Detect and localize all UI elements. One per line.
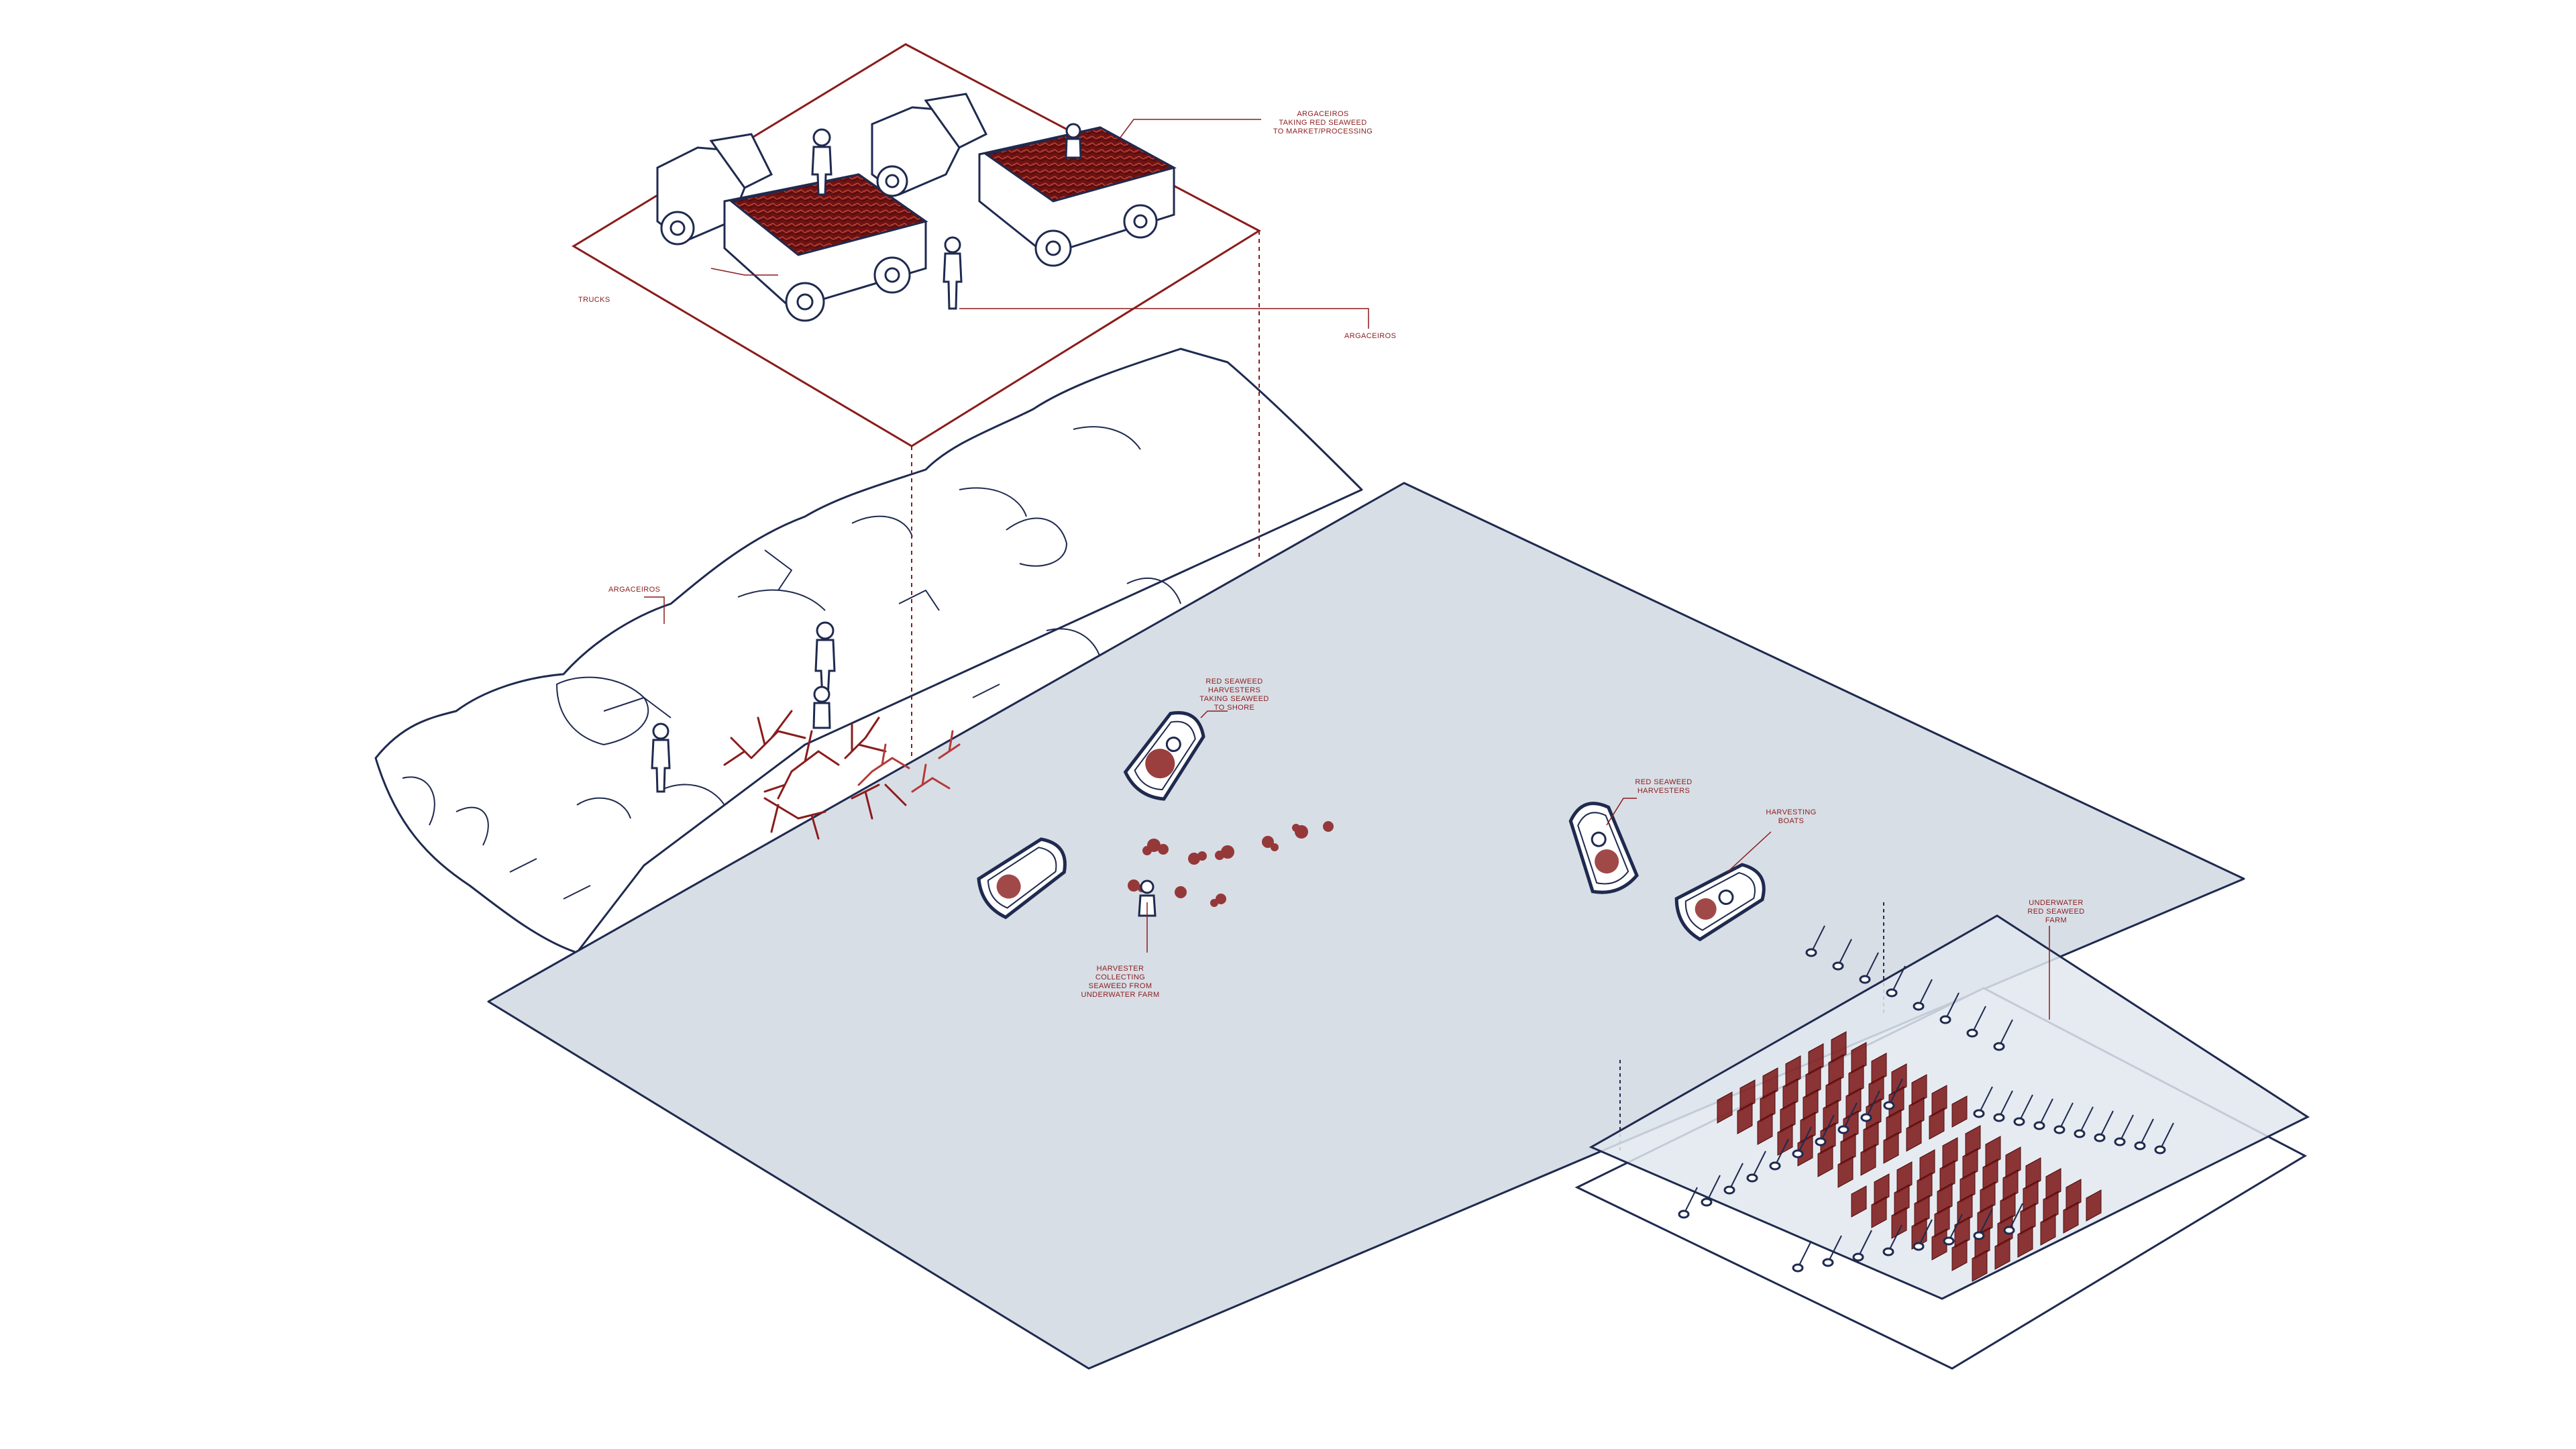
buoy <box>1723 1185 1735 1195</box>
boat-harvesting <box>1674 863 1766 942</box>
buoy <box>1939 1015 1951 1024</box>
buoy <box>2013 1117 2025 1126</box>
buoy <box>1966 1028 1978 1038</box>
buoy <box>1805 948 1817 957</box>
seaweed-curtain <box>2086 1189 2102 1222</box>
harvesting-boats-label: HARVESTING BOATS <box>1766 808 1817 825</box>
seaweed-curtain <box>1837 1156 1854 1188</box>
buoy <box>1678 1210 1690 1219</box>
buoy <box>1973 1231 1985 1240</box>
boat-harvesters <box>1568 802 1639 894</box>
farm-plane-upper <box>1589 914 2310 1300</box>
buoy <box>2053 1125 2065 1134</box>
buoy <box>2074 1129 2086 1138</box>
argaceiros-shore-label: ARGACEIROS <box>608 586 661 594</box>
buoy <box>1746 1173 1758 1183</box>
seaweed-curtain <box>1951 1239 1968 1271</box>
seaweed-curtain <box>1994 1238 2010 1270</box>
buoy <box>1943 1236 1955 1246</box>
trucks-label: TRUCKS <box>578 296 610 304</box>
buoy <box>1832 961 1844 971</box>
buoy <box>2134 1141 2146 1150</box>
buoy <box>1792 1149 1804 1159</box>
boat-left <box>977 837 1067 920</box>
buoy <box>1913 1242 1925 1251</box>
buoy <box>1852 1252 1864 1262</box>
truck-caption: ARGACEIROS TAKING RED SEAWEED TO MARKET/… <box>1273 110 1373 136</box>
buoy <box>1792 1263 1804 1273</box>
seaweed-curtain <box>1911 1218 1927 1250</box>
seaweed-curtain <box>1717 1091 1733 1124</box>
buoy <box>1882 1247 1894 1256</box>
buoy <box>2033 1121 2045 1130</box>
truck-right <box>871 93 1177 267</box>
seaweed-curtain <box>1931 1228 1947 1260</box>
seaweed-curtain <box>2040 1214 2056 1246</box>
buoy <box>1837 1125 1849 1134</box>
buoy <box>1993 1042 2005 1051</box>
buoy <box>1815 1137 1827 1146</box>
seaweed-curtain <box>1883 1132 1899 1164</box>
shore-seaweed <box>723 710 961 840</box>
boat-to-shore <box>1123 711 1205 801</box>
buoy <box>2094 1133 2106 1142</box>
seaweed-curtain <box>1737 1102 1753 1134</box>
farm-label: UNDERWATER RED SEAWEED FARM <box>2027 899 2085 924</box>
seaweed-curtain <box>1951 1095 1968 1128</box>
collector-figure <box>1138 879 1157 917</box>
callout-lines <box>644 119 2050 1020</box>
seaweed-curtain <box>1817 1145 1833 1177</box>
shore-figures <box>651 621 836 793</box>
buoy <box>1883 1101 1895 1110</box>
water-plane <box>487 482 2245 1370</box>
seaweed-curtain <box>1891 1207 1907 1239</box>
collector-label: HARVESTER COLLECTING SEAWEED FROM UNDERW… <box>1081 965 1160 999</box>
buoy <box>2154 1145 2166 1155</box>
seaweed-curtain <box>1906 1120 1922 1152</box>
dashed-connectors-farm <box>1619 902 1884 1154</box>
buoy <box>1769 1161 1781 1171</box>
seaweed-curtain <box>1871 1196 1887 1228</box>
buoy <box>2003 1226 2015 1235</box>
buoy <box>1859 975 1871 984</box>
buoy <box>1822 1258 1834 1267</box>
seaweed-curtain <box>1972 1250 1988 1282</box>
harvesters-label: RED SEAWEED HARVESTERS <box>1635 778 1693 795</box>
argaceiros-truck-label: ARGACEIROS <box>1344 332 1397 340</box>
rocky-shore <box>374 347 1363 954</box>
seaweed-curtain <box>1797 1134 1813 1167</box>
seaweed-curtain <box>1860 1144 1876 1176</box>
truck-figures <box>811 123 1082 310</box>
buoy <box>1993 1113 2005 1122</box>
harvesters-to-shore-label: RED SEAWEED HARVESTERS TAKING SEAWEED TO… <box>1199 678 1269 712</box>
buoy <box>1701 1197 1713 1207</box>
buoy <box>1913 1002 1925 1011</box>
seaweed-curtain <box>2063 1201 2079 1234</box>
seaweed-curtain <box>2017 1226 2033 1258</box>
seaweed-lines <box>1678 925 2174 1282</box>
seaweed-curtain <box>1851 1185 1867 1218</box>
seaweed-curtain <box>1929 1108 1945 1140</box>
buoy <box>1860 1113 1872 1122</box>
dashed-connectors <box>911 231 1260 758</box>
buoy <box>1973 1109 1985 1118</box>
seaweed-curtain <box>1757 1113 1773 1145</box>
buoy <box>2114 1137 2126 1146</box>
seaweed-curtain <box>1777 1124 1793 1156</box>
buoy <box>1886 988 1898 998</box>
